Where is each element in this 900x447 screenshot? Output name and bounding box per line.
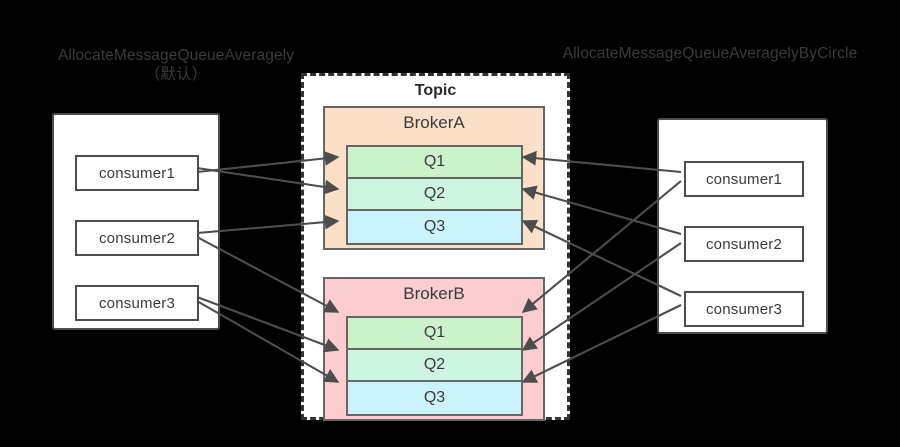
broker-a-box: BrokerA Q1 Q2 Q3 (323, 106, 545, 250)
left-strategy-title-text: AllocateMessageQueueAveragely (57, 47, 295, 64)
broker-a-label: BrokerA (403, 113, 465, 132)
broker-b-queue-q2: Q2 (348, 350, 521, 382)
broker-b-box: BrokerB Q1 Q2 Q3 (323, 277, 545, 421)
topic-label: Topic (414, 82, 457, 99)
right-consumer-group-panel: consumer1 consumer2 consumer3 (657, 118, 828, 334)
broker-a-queue-q3: Q3 (348, 211, 521, 243)
left-strategy-subtitle: （默认） (144, 66, 208, 83)
left-consumer3-box[interactable]: consumer3 (75, 285, 199, 321)
broker-b-queue-stack: Q1 Q2 Q3 (346, 316, 523, 416)
broker-a-queue-q2: Q2 (348, 179, 521, 211)
broker-b-queue-q1: Q1 (348, 318, 521, 350)
topic-container: Topic BrokerA Q1 Q2 Q3 BrokerB Q1 Q2 Q3 (301, 73, 570, 421)
right-consumer3-box[interactable]: consumer3 (684, 291, 804, 327)
right-strategy-title-text: AllocateMessageQueueAveragelyByCircle (562, 45, 858, 62)
broker-a-queue-q1: Q1 (348, 147, 521, 179)
right-strategy-title: AllocateMessageQueueAveragelyByCircle (540, 44, 880, 63)
broker-a-queue-stack: Q1 Q2 Q3 (346, 145, 523, 245)
left-strategy-title: AllocateMessageQueueAveragely （默认） (41, 46, 311, 84)
left-consumer-group-panel: consumer1 consumer2 consumer3 (52, 113, 220, 330)
broker-b-queue-q3: Q3 (348, 382, 521, 414)
left-consumer1-box[interactable]: consumer1 (75, 155, 199, 191)
broker-b-label: BrokerB (403, 284, 465, 303)
right-consumer2-box[interactable]: consumer2 (684, 226, 804, 262)
left-consumer2-box[interactable]: consumer2 (75, 220, 199, 256)
right-consumer1-box[interactable]: consumer1 (684, 161, 804, 197)
